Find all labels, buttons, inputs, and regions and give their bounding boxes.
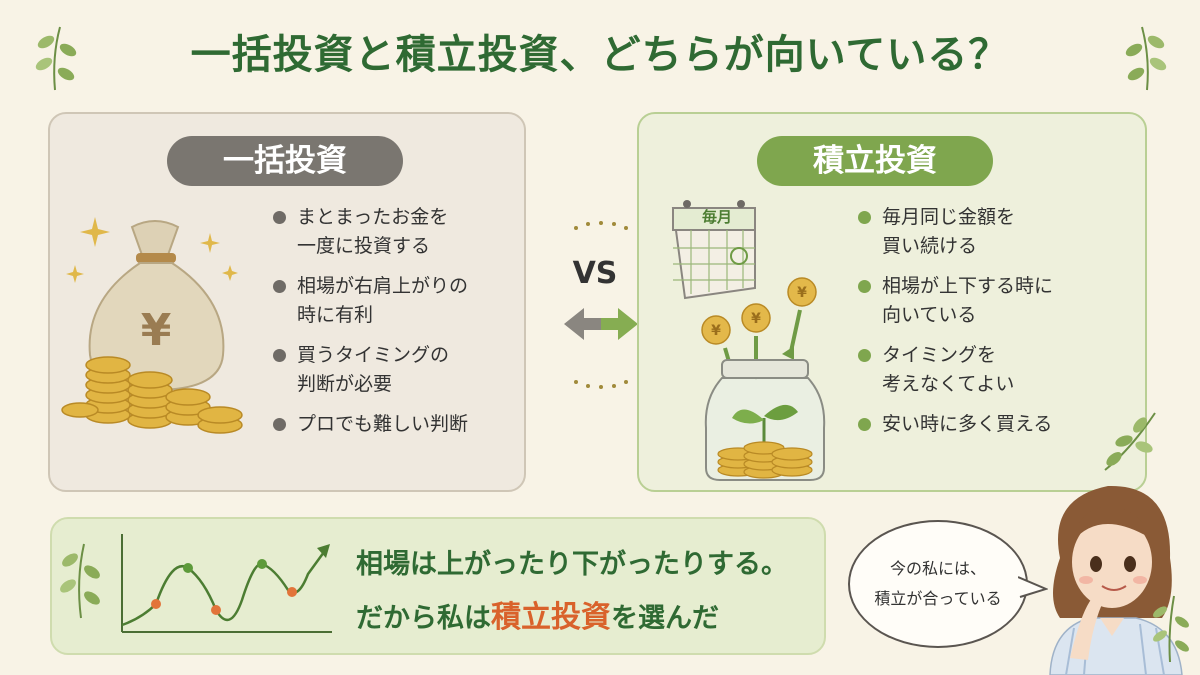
glass-jar-icon [704,359,826,481]
calendar-label: 毎月 [701,208,732,226]
svg-text:¥: ¥ [797,285,807,301]
list-item: まとまったお金を一度に投資する [273,203,523,261]
versus-divider [564,221,638,389]
money-bag-icon: ¥ [61,217,243,434]
sprout-icon [732,404,798,450]
leaf-icon [1153,595,1189,663]
list-item: プロでも難しい判断 [273,410,523,439]
highlight-text: 積立投資 [491,600,611,635]
svg-text:¥: ¥ [751,311,761,327]
leaf-icon [1104,412,1156,471]
sparkle-icon [66,217,238,283]
calendar-icon [671,200,756,300]
list-item: 相場が上下する時に向いている [858,272,1128,330]
svg-text:¥: ¥ [141,305,172,356]
page-title: 一括投資と積立投資、どちらが向いている？ [190,32,1010,78]
list-item: 相場が右肩上がりの時に有利 [273,272,523,330]
vs-label: VS [572,256,618,291]
installment-heading: 積立投資 [757,136,993,186]
conclusion-line-1: 相場は上がったり下がったりする。 [356,549,788,580]
line-chart-icon [121,534,332,633]
speech-bubble-text: 今の私には、積立が合っている [874,559,1002,608]
speech-bubble-tail [1018,576,1048,598]
leaf-icon [1125,26,1167,91]
list-item: 毎月同じ金額を買い続ける [858,203,1128,261]
conclusion-line-2: だから私は積立投資を選んだ [356,600,719,635]
list-item: タイミングを考えなくてよい [858,341,1128,399]
leaf-icon [60,543,100,619]
double-arrow-icon [564,308,638,340]
list-item: 買うタイミングの判断が必要 [273,341,523,399]
lump-sum-list: まとまったお金を一度に投資する 相場が右肩上がりの時に有利 買うタイミングの判断… [273,203,523,450]
installment-list: 毎月同じ金額を買い続ける 相場が上下する時に向いている タイミングを考えなくてよ… [858,203,1128,450]
woman-avatar [1049,485,1183,675]
speech-bubble [848,520,1028,648]
leaf-icon [35,26,77,91]
list-item: 安い時に多く買える [858,410,1128,439]
lump-sum-heading: 一括投資 [167,136,403,186]
svg-text:¥: ¥ [711,323,721,339]
